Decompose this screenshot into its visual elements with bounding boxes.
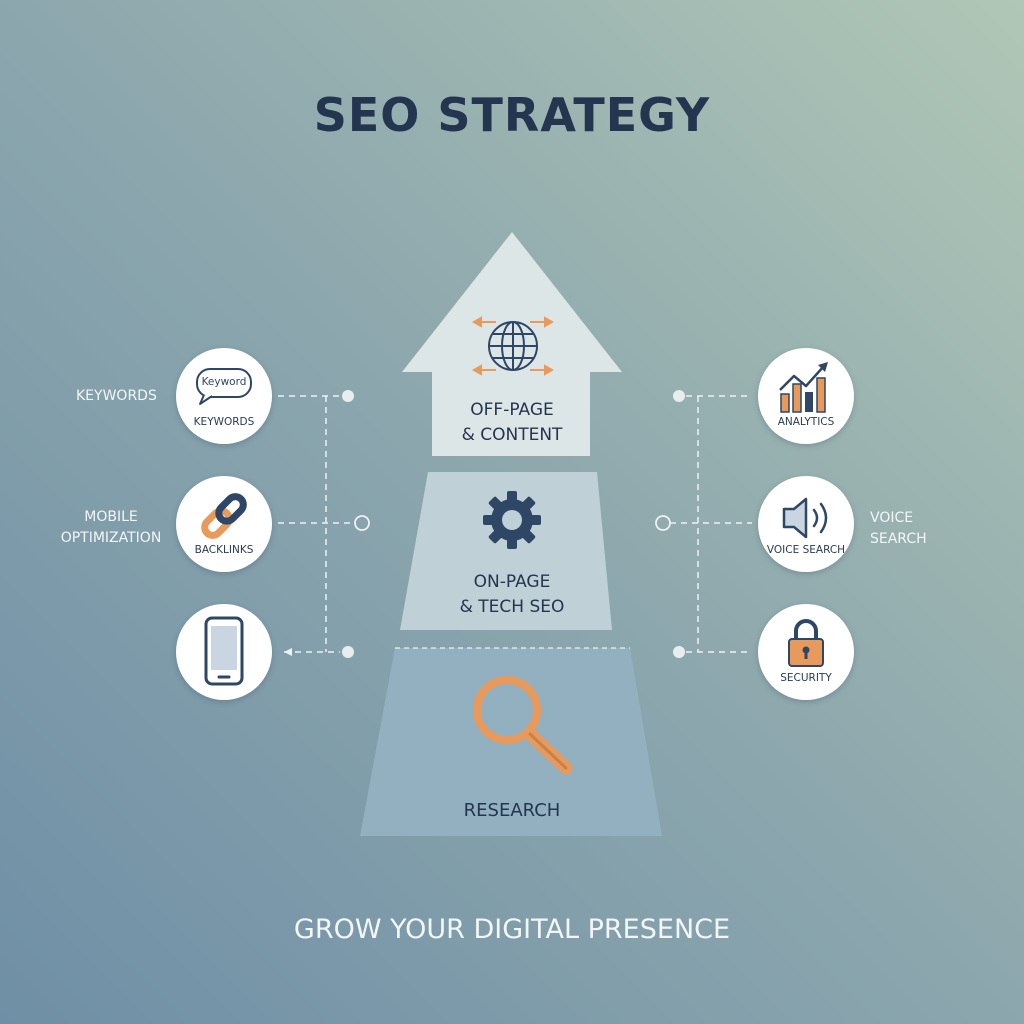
- node-security[interactable]: SECURITY: [758, 604, 854, 700]
- left-node-dot-3: [342, 646, 354, 658]
- left-connectors: [278, 395, 354, 653]
- padlock-icon: [788, 619, 824, 667]
- node-mobile[interactable]: [176, 604, 272, 700]
- side-label-keywords: KEYWORDS: [76, 388, 157, 404]
- circle-label-backlinks: BACKLINKS: [194, 544, 254, 556]
- circle-label-security: SECURITY: [780, 672, 832, 684]
- tier-on-page-shape: [400, 472, 612, 630]
- node-backlinks[interactable]: BACKLINKS: [176, 476, 272, 572]
- circle-label-voice-search: VOICE SEARCH: [766, 544, 846, 556]
- node-keywords[interactable]: Keyword KEYWORDS: [176, 348, 272, 444]
- circle-label-analytics: ANALYTICS: [777, 416, 835, 428]
- node-voice-search[interactable]: VOICE SEARCH: [758, 476, 854, 572]
- right-node-dot-1: [673, 390, 685, 402]
- right-node-dot-2: [655, 515, 671, 531]
- globe-arrows-icon: [488, 321, 538, 371]
- left-node-dot-2: [354, 515, 370, 531]
- left-node-dot-1: [342, 390, 354, 402]
- tagline: GROW YOUR DIGITAL PRESENCE: [293, 914, 731, 945]
- bar-chart-icon: [779, 362, 828, 413]
- right-connectors: [670, 395, 752, 653]
- bubble-text: Keyword: [201, 376, 247, 388]
- circle-label-keywords: KEYWORDS: [193, 416, 255, 428]
- node-analytics[interactable]: ANALYTICS: [758, 348, 854, 444]
- tier-research-label: RESEARCH: [463, 800, 561, 821]
- tier-on-page-label: ON-PAGE& TECH SEO: [459, 572, 565, 617]
- smartphone-icon: [204, 616, 244, 686]
- direction-arrows: [471, 316, 555, 376]
- magnifier-icon: [473, 676, 573, 775]
- chain-link-icon: [201, 493, 247, 539]
- tier-off-page-label: OFF-PAGE& CONTENT: [461, 400, 563, 445]
- speech-bubble-icon: [196, 368, 252, 405]
- right-node-dot-3: [673, 646, 685, 658]
- speaker-icon: [782, 497, 828, 539]
- gear-icon: [483, 491, 541, 549]
- page-title: SEO STRATEGY: [313, 88, 711, 142]
